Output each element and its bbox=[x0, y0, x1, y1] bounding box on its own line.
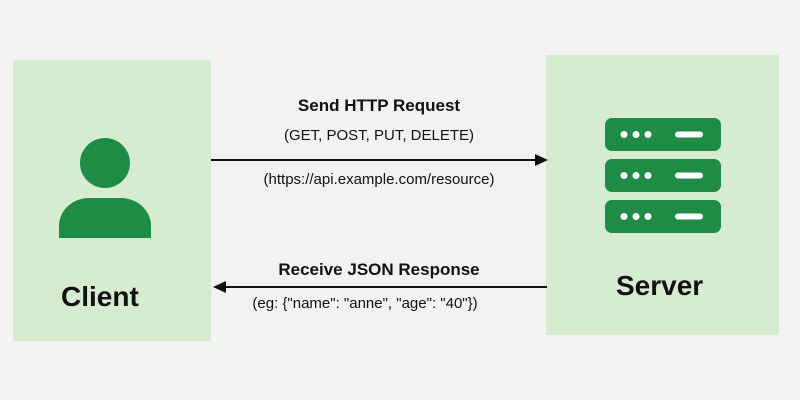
server-unit-1 bbox=[605, 118, 721, 151]
server-unit-3 bbox=[605, 200, 721, 233]
client-label: Client bbox=[61, 281, 139, 312]
response-title: Receive JSON Response bbox=[278, 260, 480, 279]
server-label: Server bbox=[616, 270, 704, 301]
response-arrow bbox=[213, 281, 547, 293]
server-unit-2 bbox=[605, 159, 721, 192]
user-icon-head bbox=[80, 138, 130, 188]
user-icon bbox=[59, 138, 151, 238]
user-icon-body bbox=[59, 198, 151, 238]
request-url: (https://api.example.com/resource) bbox=[263, 171, 495, 188]
server-panel bbox=[546, 55, 779, 335]
response-example: (eg: {"name": "anne", "age": "40"}) bbox=[252, 295, 478, 312]
request-arrow bbox=[211, 154, 548, 166]
server-rack-icon bbox=[605, 118, 721, 233]
request-methods: (GET, POST, PUT, DELETE) bbox=[283, 127, 475, 144]
request-title: Send HTTP Request bbox=[297, 96, 461, 115]
